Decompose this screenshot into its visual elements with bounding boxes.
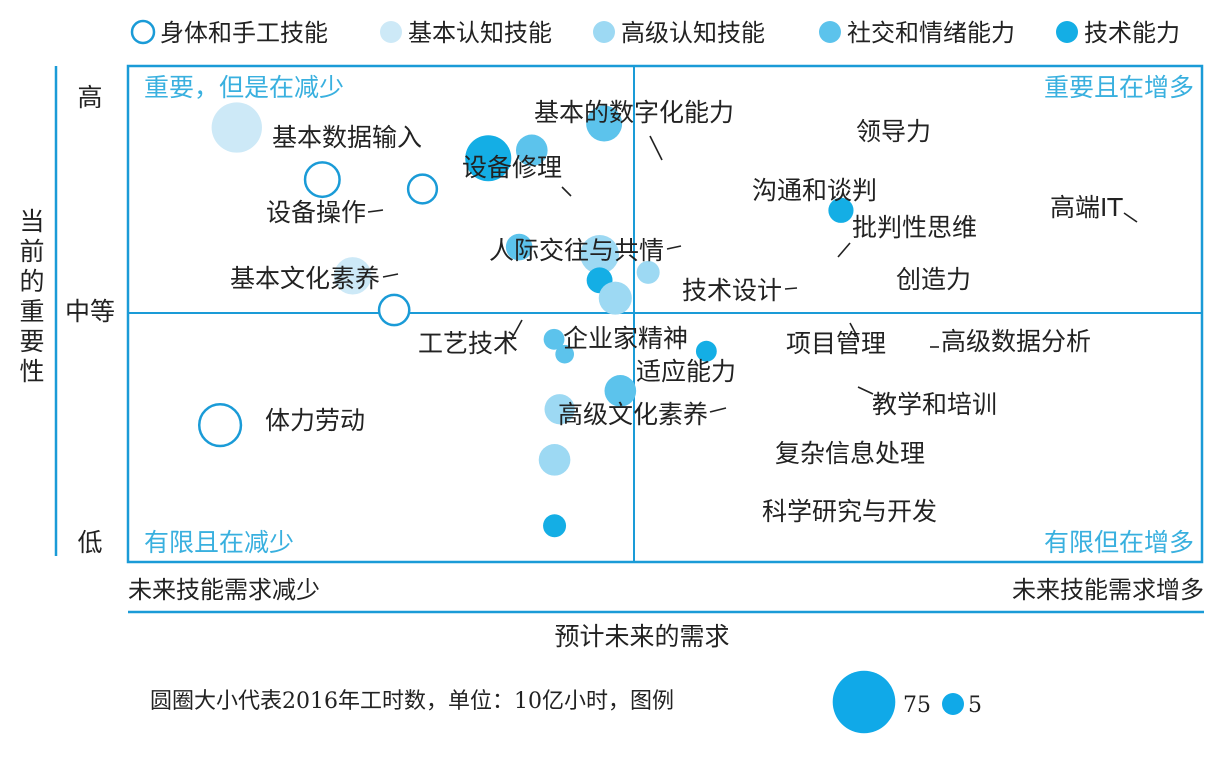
leader-lines <box>367 135 1138 413</box>
legend-label-physical: 身体和手工技能 <box>160 19 328 47</box>
bubble-label-10: 批判性思维 <box>852 213 977 242</box>
bubble-label-17: 高级数据分析 <box>941 327 1091 356</box>
bubble-label-0: 基本数据输入 <box>272 123 422 152</box>
bubble-label-12: 技术设计 <box>682 276 782 305</box>
legend: 身体和手工技能 基本认知技能 高级认知技能 社交和情绪能力 技术能力 <box>130 19 1180 47</box>
legend-marker-social <box>819 21 841 43</box>
legend-marker-physical <box>130 19 156 45</box>
legend-marker-basic <box>380 21 402 43</box>
bubble-label-15: 企业家精神 <box>563 324 688 353</box>
bubble-label-20: 复杂信息处理 <box>775 439 925 468</box>
leader-line-11 <box>666 245 682 250</box>
bubble-3 <box>333 257 372 295</box>
bubble-2 <box>406 173 439 205</box>
legend-marker-tech <box>1056 21 1078 43</box>
bubble-14 <box>636 260 660 284</box>
bubble-1 <box>303 161 341 199</box>
bubble-15 <box>543 328 565 350</box>
bubble-label-7: 沟通和谈判 <box>752 176 877 205</box>
bubble-9 <box>828 197 854 223</box>
bubble-label-18: 教学和培训 <box>872 390 997 419</box>
x-axis-title: 预计未来的需求 <box>554 622 729 651</box>
bubble-4 <box>377 293 411 327</box>
size-note-text: 圆圈大小代表2016年工时数，单位：10亿小时，图例 <box>150 689 674 714</box>
leader-line-4 <box>510 319 523 341</box>
x-end-label-right: 未来技能需求增多 <box>1012 576 1204 604</box>
legend-label-higher: 高级认知技能 <box>621 19 765 47</box>
y-axis-title: 当前的重要性 <box>19 207 44 386</box>
bubble-21 <box>543 514 567 538</box>
legend-label-tech: 技术能力 <box>1084 19 1180 47</box>
leader-line-12 <box>784 287 798 290</box>
leader-line-18 <box>857 386 874 395</box>
legend-label-basic: 基本认知技能 <box>408 19 552 47</box>
leader-line-9 <box>1123 212 1138 223</box>
bubble-label-13: 项目管理 <box>786 329 886 358</box>
leader-line-2 <box>561 186 572 197</box>
size-legend-large-label: 75 <box>903 693 931 718</box>
bubble-16 <box>555 344 575 364</box>
bubble-0 <box>211 102 262 153</box>
quadrant-label-top-right: 重要且在增多 <box>1044 73 1194 102</box>
bubble-5 <box>197 402 243 448</box>
bubble-11 <box>505 233 533 261</box>
bubble-label-6: 基本的数字化能力 <box>534 98 734 127</box>
bubble-label-16: 适应能力 <box>636 357 736 386</box>
bubble-label-5: 体力劳动 <box>265 406 365 435</box>
legend-label-social: 社交和情绪能力 <box>847 19 1015 47</box>
bubble-label-8: 领导力 <box>856 117 931 146</box>
bubble-17 <box>695 340 717 362</box>
leader-line-6 <box>649 135 663 161</box>
leader-line-13 <box>849 322 859 339</box>
bubble-label-2: 设备修理 <box>462 153 562 182</box>
legend-marker-higher <box>593 21 615 43</box>
bubble-20 <box>538 444 571 476</box>
bubble-label-19: 高级文化素养 <box>558 400 708 429</box>
quadrant-label-bottom-left: 有限且在减少 <box>144 528 294 557</box>
bubble-label-4: 工艺技术 <box>418 329 518 358</box>
x-end-label-left: 未来技能需求减少 <box>128 576 320 604</box>
bubble-6 <box>465 135 512 182</box>
bubble-label-11: 人际交往与共情 <box>489 236 664 265</box>
size-legend-small-circle <box>942 693 964 715</box>
bubble-label-14: 创造力 <box>896 265 971 294</box>
bubble-label-9: 高端IT <box>1050 193 1123 222</box>
leader-line-1 <box>367 209 384 213</box>
leader-line-3 <box>382 273 399 278</box>
quadrant-label-top-left: 重要，但是在减少 <box>144 73 344 102</box>
bubble-label-3: 基本文化素养 <box>230 264 380 293</box>
bubble-7 <box>515 134 548 167</box>
size-legend-large-circle <box>832 670 896 734</box>
bubble-label-1: 设备操作 <box>266 198 366 227</box>
leader-line-19 <box>709 407 727 413</box>
y-tick-label-1: 中等 <box>65 297 115 326</box>
size-legend-small-label: 5 <box>968 693 982 718</box>
y-tick-label-2: 低 <box>77 528 102 557</box>
bubble-10 <box>580 235 620 274</box>
leader-line-10 <box>837 242 851 258</box>
bubble-label-21: 科学研究与开发 <box>762 497 937 526</box>
bubble-19 <box>544 394 575 425</box>
y-tick-label-0: 高 <box>77 83 102 112</box>
quadrant-label-bottom-right: 有限但在增多 <box>1044 528 1194 557</box>
bubble-13 <box>598 281 632 315</box>
bubble-8 <box>586 105 623 142</box>
bubbles <box>197 102 854 538</box>
size-note: 圆圈大小代表2016年工时数，单位：10亿小时，图例 75 5 <box>150 670 982 734</box>
plot-frame <box>126 64 1204 564</box>
bubble-18 <box>604 375 637 407</box>
